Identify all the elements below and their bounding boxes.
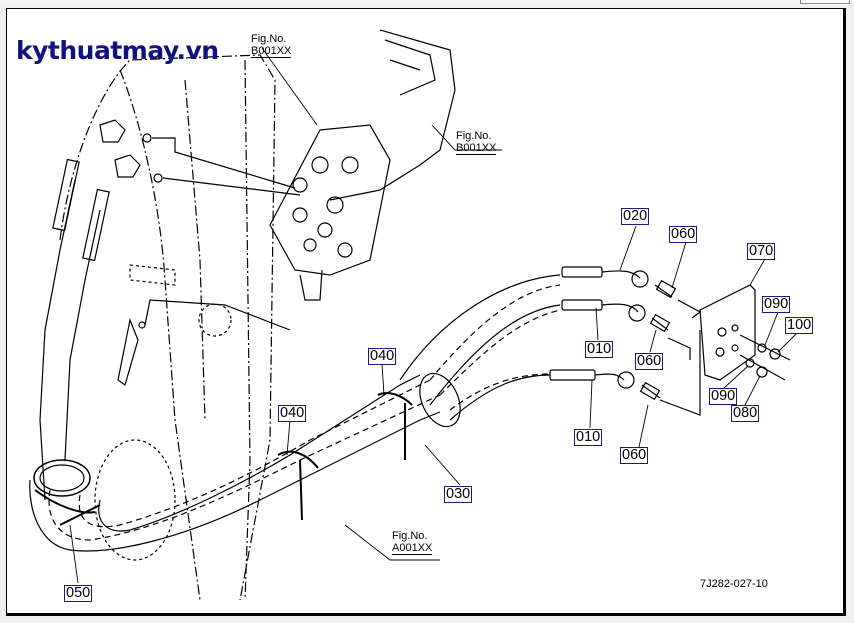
- fig-number: B001XX: [251, 45, 292, 58]
- fig-reference-right[interactable]: Fig.No. B001XX: [456, 130, 497, 155]
- part-callout-070[interactable]: 070: [747, 243, 776, 260]
- pipe-assembly: [29, 274, 561, 552]
- clamps: [34, 392, 413, 526]
- elbow-fittings: [99, 119, 301, 196]
- part-callout-060[interactable]: 060: [635, 353, 664, 370]
- fig-label: Fig.No.: [456, 130, 492, 142]
- part-callout-090[interactable]: 090: [762, 296, 791, 313]
- part-callout-010[interactable]: 010: [574, 429, 603, 446]
- top-bar: [0, 0, 854, 7]
- part-callout-030[interactable]: 030: [444, 486, 473, 503]
- part-callout-060[interactable]: 060: [620, 447, 649, 464]
- mounting-plate: [94, 264, 232, 561]
- fig-label: Fig.No.: [392, 530, 428, 542]
- part-callout-040[interactable]: 040: [278, 405, 307, 422]
- top-tab: [800, 0, 850, 4]
- left-hoses: [39, 158, 110, 501]
- part-callout-050[interactable]: 050: [64, 585, 93, 602]
- drawing-frame: [6, 8, 846, 616]
- fig-reference-bottom[interactable]: Fig.No. A001XX: [392, 530, 433, 555]
- tractor-frame: [59, 54, 276, 601]
- fig-reference-top[interactable]: Fig.No. B001XX: [251, 33, 292, 58]
- control-valve: [269, 124, 391, 301]
- part-callout-040[interactable]: 040: [368, 348, 397, 365]
- drawing-number: 7J282-027-10: [700, 578, 768, 590]
- part-callout-010[interactable]: 010: [585, 341, 614, 358]
- right-hoses: [549, 266, 702, 416]
- part-callout-090[interactable]: 090: [709, 388, 738, 405]
- fig-number: A001XX: [392, 542, 433, 555]
- watermark: kythuatmay.vn: [16, 36, 219, 65]
- part-callout-060[interactable]: 060: [669, 226, 698, 243]
- leader-lines: [69, 47, 799, 584]
- fig-number: B001XX: [456, 142, 497, 155]
- part-callout-020[interactable]: 020: [621, 208, 650, 225]
- fig-label: Fig.No.: [251, 33, 287, 45]
- part-callout-100[interactable]: 100: [785, 317, 814, 334]
- part-callout-080[interactable]: 080: [731, 405, 760, 422]
- lower-left-fitting: [117, 299, 291, 386]
- valve-bracket: [329, 29, 456, 201]
